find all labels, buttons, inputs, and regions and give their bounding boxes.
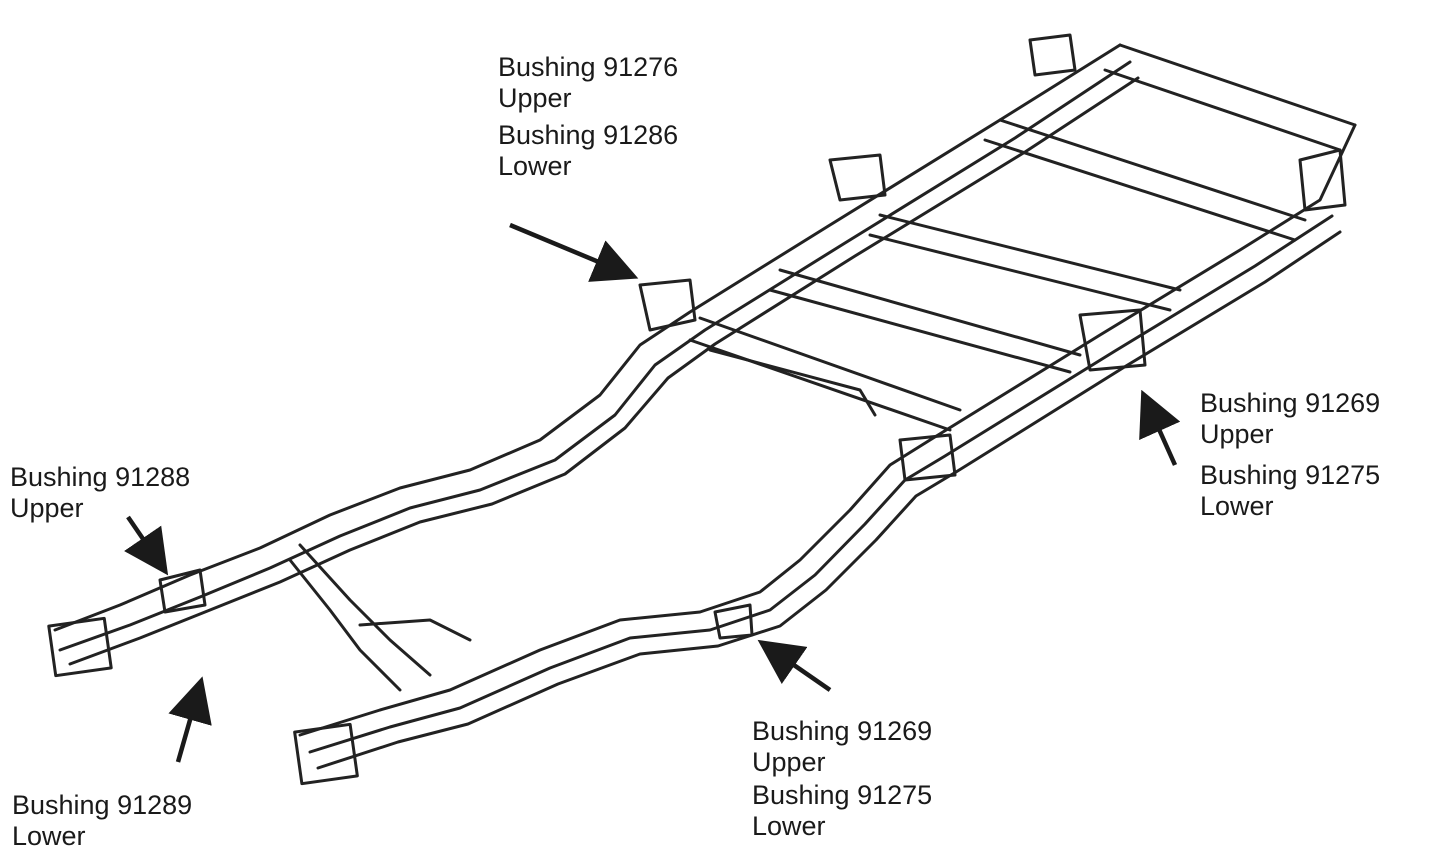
- callout-label: Bushing 91269: [752, 716, 933, 746]
- near-side-rail: [298, 123, 1357, 737]
- front-horn-right: [293, 722, 359, 786]
- arrow-top-center: [509, 222, 639, 282]
- front-horn-left: [47, 616, 113, 678]
- arrow-left-upper: [124, 515, 169, 576]
- callout-label: Bushing 91286: [498, 120, 679, 150]
- callout-right: Bushing 91269 Upper Bushing 91275 Lower: [1200, 388, 1380, 522]
- crossmember-mid: [878, 213, 1182, 292]
- callout-label: Upper: [498, 83, 572, 113]
- callout-label: Bushing 91275: [752, 780, 933, 810]
- callout-label: Bushing 91276: [498, 52, 679, 82]
- callout-label: Bushing 91275: [1200, 460, 1381, 490]
- callout-label: Bushing 91269: [1200, 388, 1381, 418]
- callout-top-center: Bushing 91276 Upper Bushing 91286 Lower: [498, 52, 678, 182]
- callout-label: Upper: [1200, 419, 1274, 449]
- callout-left-lower: Bushing 91289 Lower: [12, 790, 192, 852]
- crossmember-rear: [1118, 43, 1357, 127]
- arrow-left-lower: [168, 676, 212, 763]
- callout-label: Bushing 91289: [12, 790, 193, 820]
- callout-label: Upper: [10, 493, 84, 523]
- callout-bottom-center: Bushing 91269 Upper Bushing 91275 Lower: [752, 716, 932, 842]
- callout-label: Upper: [752, 747, 826, 777]
- arrow-bottom-center: [757, 639, 832, 692]
- callout-left-upper: Bushing 91288 Upper: [10, 462, 190, 524]
- arrow-right: [1139, 389, 1181, 466]
- callout-label: Lower: [1200, 491, 1274, 521]
- callout-label: Lower: [12, 821, 86, 851]
- callout-label: Lower: [498, 151, 572, 181]
- callout-label: Bushing 91288: [10, 462, 191, 492]
- callout-label: Lower: [752, 811, 826, 841]
- far-side-rail: [53, 43, 1122, 632]
- crossmember-front: [288, 558, 402, 692]
